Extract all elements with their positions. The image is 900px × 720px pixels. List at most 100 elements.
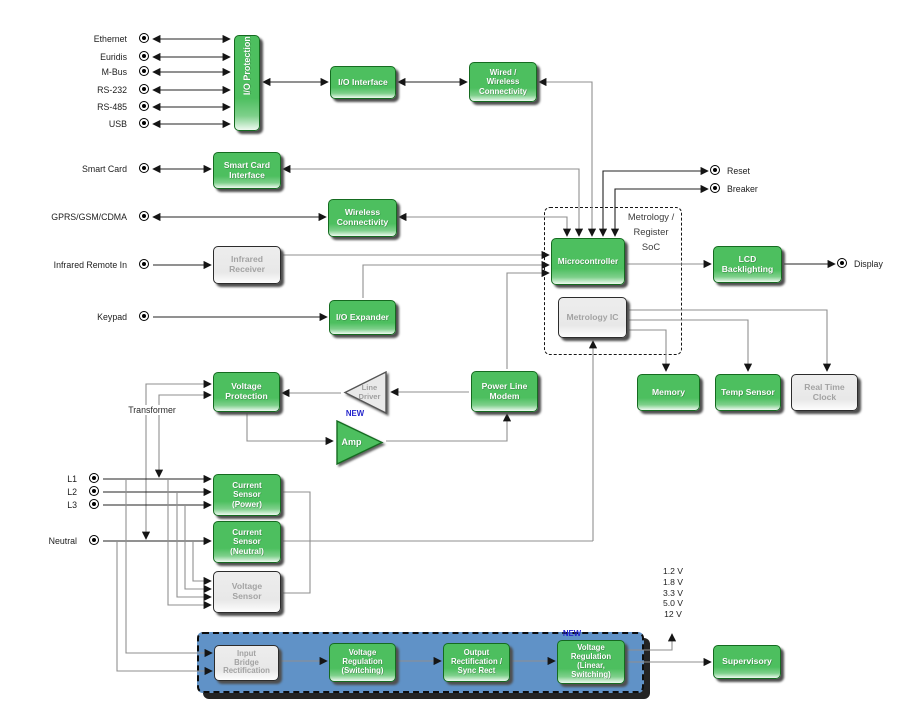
l3-input-label: L3	[67, 499, 77, 510]
l2-input-bullet	[89, 486, 99, 496]
line-driver-label: Line Driver	[358, 383, 381, 401]
l2-voltagesensor-connector	[176, 492, 212, 602]
wired-wireless-connectivity-block: Wired / Wireless Connectivity	[469, 62, 537, 102]
l2-input-dot	[92, 489, 96, 493]
current-sensor-neutral-block: Current Sensor (Neutral)	[213, 521, 281, 563]
gprs-gsm-cdma-port-dot	[142, 214, 146, 218]
voltage-sensor-block: Voltage Sensor	[213, 571, 281, 613]
new-vrl-label: NEW	[562, 629, 582, 638]
l1-input-label: L1	[67, 473, 77, 484]
wireless-connectivity-block: Wireless Connectivity	[328, 199, 397, 237]
voltage-regulation-switching-block: Voltage Regulation (Switching)	[329, 643, 396, 682]
lcd-backlighting-label: LCD Backlighting	[721, 253, 774, 274]
ethernet-port-dot	[142, 36, 146, 40]
smart-card-interface-label: Smart Card Interface	[223, 159, 271, 180]
output-rectification-sync-rect-label: Output Rectification / Sync Rect	[450, 648, 503, 675]
reset-output-dot	[713, 168, 717, 172]
io-interface-block: I/O Interface	[330, 66, 396, 99]
metrology-rtc-connector	[629, 309, 832, 372]
l1-input-bullet	[89, 473, 99, 483]
io-protection-label: I/O Protection	[241, 35, 252, 95]
voltage-regulation-linear-switching-label: Voltage Regulation (Linear, Switching)	[570, 643, 612, 679]
l3-input-dot	[92, 502, 96, 506]
keypad-port-label: Keypad	[97, 311, 127, 322]
voltage-regulation-linear-switching-block: Voltage Regulation (Linear, Switching)	[557, 640, 625, 684]
vp-amp-connector	[246, 413, 334, 446]
mcu-reset-connector	[598, 166, 709, 237]
voltage-protection-label: Voltage Protection	[225, 381, 268, 401]
real-time-clock-block: Real Time Clock	[791, 374, 858, 411]
amp-block: Amp	[336, 420, 384, 465]
wireless-mcu-connector	[398, 212, 572, 237]
infrared-remote-in-port-dot	[142, 262, 146, 266]
supervisory-label: Supervisory	[722, 656, 772, 667]
display-output-label: Display	[854, 258, 883, 269]
transformer-neutral-vp-connector	[141, 379, 212, 540]
smart-card-port-bullet	[139, 163, 149, 173]
rs-485-port-label: RS-485	[97, 101, 127, 112]
usb-port-bullet	[139, 118, 149, 128]
m-bus-port-dot	[142, 69, 146, 73]
smartcard-mcu-connector	[282, 164, 584, 237]
reset-output-label: Reset	[727, 165, 750, 176]
metrology-memory-connector	[629, 329, 671, 372]
io-protection-block: I/O Protection	[234, 35, 260, 131]
plm-mcu-connector	[506, 268, 550, 369]
rs-232-port-bullet	[139, 84, 149, 94]
voltage-regulation-switching-label: Voltage Regulation (Switching)	[341, 648, 384, 675]
metrology-tempsensor-connector	[629, 319, 753, 372]
io-expander-block: I/O Expander	[329, 300, 396, 335]
voltage-protection-block: Voltage Protection	[213, 372, 280, 412]
euridis-port-dot	[142, 54, 146, 58]
breaker-output-dot	[713, 186, 717, 190]
usb-port-label: USB	[108, 118, 127, 129]
infrared-remote-in-port-bullet	[139, 259, 149, 269]
smart-card-interface-block: Smart Card Interface	[213, 152, 281, 189]
current-sensor-power-label: Current Sensor (Power)	[231, 481, 263, 509]
soc-label: Metrology / Register SoC	[627, 211, 675, 252]
current-sensor-neutral-label: Current Sensor (Neutral)	[230, 528, 264, 556]
amp-plm-connector	[386, 413, 512, 442]
microcontroller-block: Microcontroller	[551, 238, 625, 285]
power-line-modem-label: Power Line Modem	[481, 380, 528, 401]
keypad-port-bullet	[139, 311, 149, 321]
vrlinear-rails-connector	[627, 633, 677, 651]
neutral-input-bullet	[89, 535, 99, 545]
metrology-ic-label: Metrology IC	[566, 311, 619, 322]
m-bus-port-label: M-Bus	[101, 66, 127, 77]
ethernet-port-label: Ethernet	[93, 33, 127, 44]
real-time-clock-label: Real Time Clock	[804, 381, 845, 402]
io-expander-label: I/O Expander	[335, 311, 389, 322]
line-driver-shape	[343, 371, 387, 414]
memory-block: Memory	[637, 374, 700, 411]
neutral-input-dot	[92, 538, 96, 542]
memory-label: Memory	[652, 386, 685, 397]
m-bus-port-bullet	[139, 66, 149, 76]
l2-input-label: L2	[67, 486, 77, 497]
breaker-output-label: Breaker	[727, 183, 758, 194]
infrared-receiver-block: Infrared Receiver	[213, 246, 281, 284]
display-output-dot	[840, 261, 844, 265]
rs-485-port-bullet	[139, 101, 149, 111]
amp-shape	[336, 420, 384, 465]
keypad-port-dot	[142, 314, 146, 318]
output-rectification-sync-rect-block: Output Rectification / Sync Rect	[443, 643, 510, 682]
new-amp-label: NEW	[345, 409, 365, 418]
infrared-receiver-label: Infrared Receiver	[229, 254, 265, 274]
input-bridge-rectification-block: Input Bridge Rectification	[214, 645, 279, 681]
microcontroller-label: Microcontroller	[557, 255, 619, 266]
mcu-breaker-connector	[610, 184, 709, 237]
temp-sensor-label: Temp Sensor	[721, 386, 775, 397]
neutral-voltagesensor-connector	[192, 541, 212, 586]
smart-card-port-label: Smart Card	[82, 163, 127, 174]
transformer-label: Transformer	[127, 405, 177, 415]
current-sensor-power-block: Current Sensor (Power)	[213, 474, 281, 516]
transformer-l1-vp-connector	[154, 390, 212, 478]
euridis-port-label: Euridis	[100, 51, 127, 62]
rs-485-port-dot	[142, 104, 146, 108]
amp-label: Amp	[341, 436, 362, 447]
reset-output-bullet	[710, 165, 720, 175]
wireless-connectivity-label: Wireless Connectivity	[336, 207, 389, 227]
